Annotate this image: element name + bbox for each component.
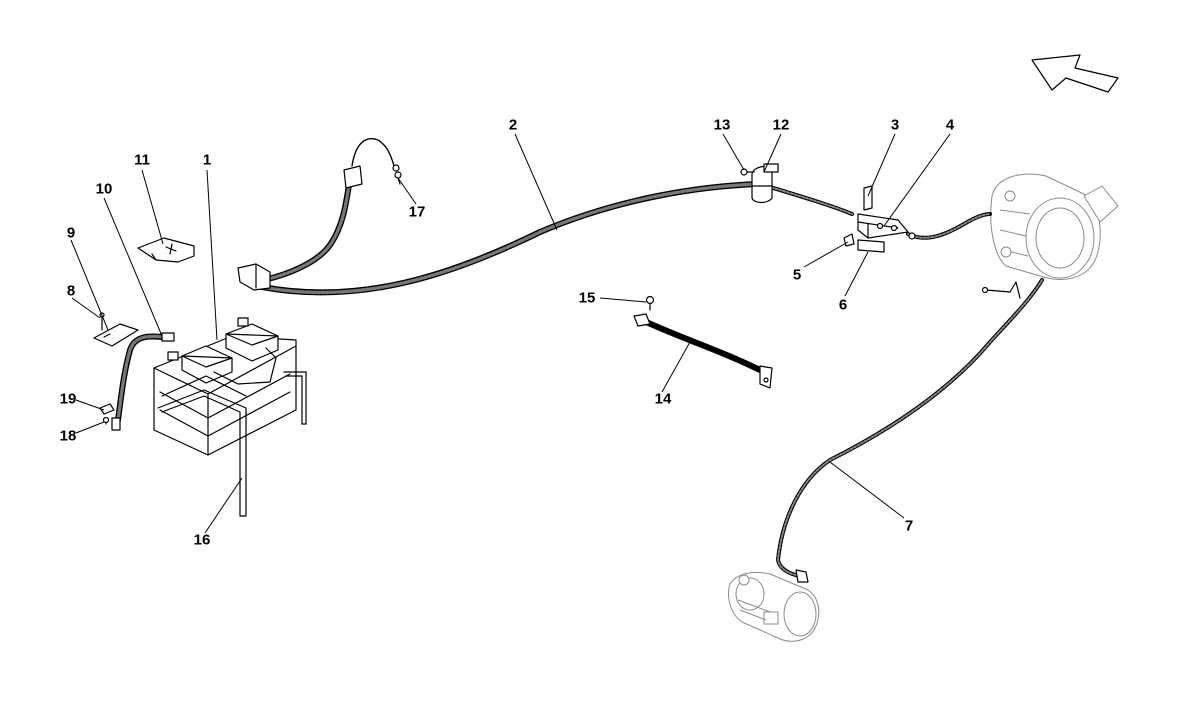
callout-11: 11 — [134, 151, 150, 169]
callout-4: 4 — [945, 116, 955, 134]
starter-cable — [775, 278, 1044, 583]
callout-5: 5 — [792, 266, 802, 284]
positive-main-cable — [237, 138, 854, 296]
callout-10: 10 — [95, 180, 113, 198]
terminal-block — [857, 213, 909, 239]
callout-1: 1 — [202, 151, 212, 169]
callout-7: 7 — [904, 517, 914, 535]
callout-18: 18 — [59, 427, 77, 445]
ground-screw — [99, 403, 115, 425]
battery-hold-down-bar — [157, 371, 307, 517]
alternator-cable — [906, 212, 992, 240]
callout-13: 13 — [713, 116, 731, 134]
callout-6: 6 — [838, 296, 848, 314]
callout-19: 19 — [59, 390, 77, 408]
cable-clamp — [751, 163, 779, 204]
clamp-bolt — [740, 168, 755, 176]
callout-9: 9 — [66, 224, 76, 242]
callout-15: 15 — [578, 289, 596, 307]
bracket-plate — [137, 237, 195, 263]
clamp-bracket — [93, 323, 139, 347]
leader-lines — [70, 133, 951, 534]
callout-16: 16 — [193, 531, 211, 549]
starter-motor — [728, 571, 820, 642]
terminal-cover — [857, 239, 885, 253]
terminal-nut — [843, 233, 855, 247]
battery — [153, 317, 297, 456]
ground-strap — [633, 313, 773, 389]
callout-14: 14 — [654, 390, 672, 408]
callout-12: 12 — [772, 116, 790, 134]
callout-17: 17 — [408, 203, 426, 221]
callout-2: 2 — [508, 116, 518, 134]
alternator — [990, 173, 1119, 280]
ground-strap-screw — [645, 295, 655, 311]
callout-3: 3 — [890, 116, 900, 134]
negative-cable — [111, 332, 175, 431]
direction-arrow-icon — [1031, 54, 1119, 93]
callout-8: 8 — [66, 282, 76, 300]
